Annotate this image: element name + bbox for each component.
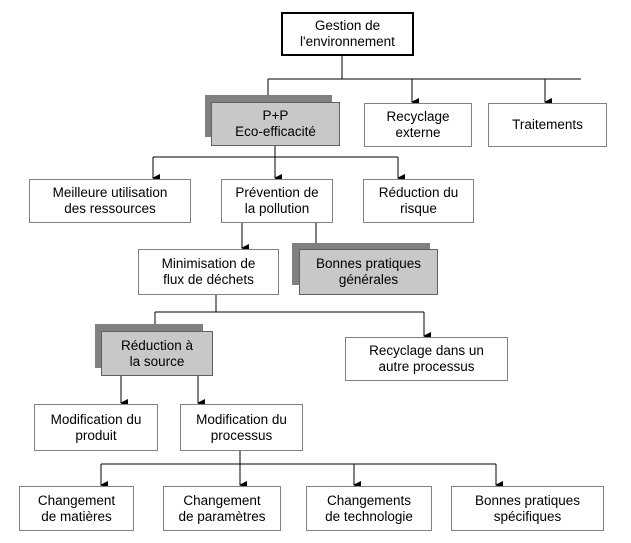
node-gestion-environnement: Gestion de l'environnement: [281, 12, 414, 56]
node-label: Recyclage externe: [386, 109, 450, 140]
node-label: Modification du processus: [196, 411, 287, 443]
node-pp-eco-efficacite: P+P Eco-efficacité: [211, 102, 340, 146]
node-modification-produit: Modification du produit: [34, 404, 158, 451]
node-minimisation-flux: Minimisation de flux de déchets: [138, 249, 279, 295]
node-label: Minimisation de flux de déchets: [161, 256, 256, 287]
node-modification-processus: Modification du processus: [180, 404, 303, 451]
node-label: Réduction à la source: [120, 337, 194, 369]
node-bonnes-pratiques-specifiques: Bonnes pratiques spécifiques: [451, 486, 604, 531]
node-recyclage-externe: Recyclage externe: [364, 103, 472, 147]
node-changement-matieres: Changement de matières: [19, 486, 134, 531]
node-changements-technologie: Changements de technologie: [306, 486, 432, 531]
node-bonnes-pratiques-generales: Bonnes pratiques générales: [299, 249, 438, 295]
node-meilleure-utilisation: Meilleure utilisation des ressources: [29, 179, 191, 223]
node-label: Changements de technologie: [325, 492, 413, 524]
node-reduction-risque: Réduction du risque: [363, 179, 474, 223]
node-label: Meilleure utilisation des ressources: [52, 185, 168, 216]
node-label: Changement de paramètres: [178, 492, 266, 524]
node-label: Recyclage dans un autre processus: [369, 343, 484, 374]
node-label: P+P Eco-efficacité: [235, 108, 316, 139]
node-label: Réduction du risque: [378, 185, 459, 216]
node-label: Gestion de l'environnement: [300, 18, 395, 49]
node-label: Changement de matières: [37, 492, 116, 524]
node-label: Bonnes pratiques générales: [315, 256, 422, 287]
node-label: Traitements: [512, 117, 583, 132]
node-label: Modification du produit: [50, 411, 142, 443]
node-label: Prévention de la pollution: [235, 185, 319, 216]
node-label: Bonnes pratiques spécifiques: [474, 492, 581, 524]
node-reduction-source: Réduction à la source: [101, 331, 213, 376]
node-traitements: Traitements: [488, 103, 607, 147]
node-recyclage-autre-processus: Recyclage dans un autre processus: [345, 337, 508, 381]
node-prevention-pollution: Prévention de la pollution: [221, 179, 333, 223]
node-changement-parametres: Changement de paramètres: [163, 486, 281, 531]
